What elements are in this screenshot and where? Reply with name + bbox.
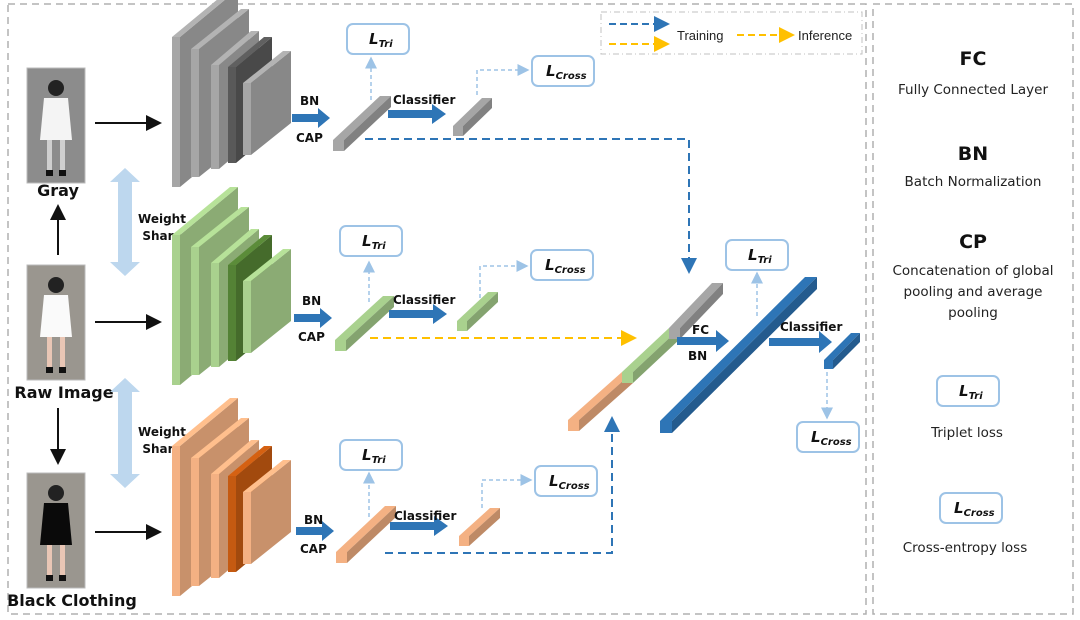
glossary-term-fc: FC [960, 48, 987, 70]
bn-label-fused: BN [688, 349, 707, 363]
weight-share-bottom-line1: Weight [138, 425, 186, 439]
loss-subscript: Cross [555, 265, 586, 276]
loss-subscript: Cross [821, 437, 852, 448]
classifier-label-green: Classifier [393, 293, 455, 307]
feature-bar-green [335, 296, 394, 351]
cross-loss-arrow-green [479, 260, 529, 298]
gray-label: Gray [37, 181, 79, 200]
bn-label-green: BN [302, 294, 321, 308]
classifier-arrow-gray [388, 104, 446, 124]
fc-bn-arrow [677, 330, 729, 352]
classifier-label-gray: Classifier [393, 93, 455, 107]
bn-cap-arrow-green [294, 308, 332, 328]
feature-bar-gray [333, 96, 391, 151]
glossary-term-cp: CP [959, 231, 987, 253]
cnn-backbone-orange [172, 398, 291, 596]
concat-segment-gray [669, 283, 723, 339]
bn-cap-arrow-orange [296, 521, 334, 541]
cnn-layer [243, 249, 291, 353]
cross-loss-arrow-gray [476, 64, 530, 95]
classifier-arrow-orange [390, 516, 448, 536]
fc-label: FC [692, 323, 709, 337]
loss-subscript: Tri [372, 241, 387, 252]
glossary-desc-cp-3: pooling [948, 305, 998, 321]
weight-share-top-line1: Weight [138, 212, 186, 226]
loss-tri-green: LTri [339, 225, 403, 257]
glossary-desc-cp-1: Concatenation of global [893, 263, 1054, 279]
glossary-desc-cp-2: pooling and average [904, 284, 1043, 300]
loss-subscript: Tri [758, 255, 773, 266]
classifier-arrow-final [769, 331, 832, 353]
weight-share-arrow-top [110, 168, 140, 276]
glossary-term-bn: BN [958, 143, 988, 165]
loss-subscript: Tri [379, 39, 394, 50]
bn-cap-arrow-gray [292, 108, 330, 128]
cnn-backbone-green [172, 187, 291, 385]
cnn-layer [243, 51, 291, 155]
feature-bars [333, 96, 860, 563]
glossary-loss-tri: LTri [936, 375, 1000, 407]
cap-label-orange: CAP [300, 542, 327, 556]
loss-cross-green: LCross [530, 249, 594, 281]
weight-share-arrow-bottom [110, 378, 140, 488]
training-label: Training [677, 28, 723, 43]
black-clothing-label: Black Clothing [7, 591, 137, 610]
loss-tri-fused: LTri [725, 239, 789, 271]
raw-image-label: Raw Image [14, 383, 113, 402]
glossary-desc-fc: Fully Connected Layer [898, 82, 1048, 98]
cap-label-gray: CAP [296, 131, 323, 145]
glossary-desc-tri: Triplet loss [930, 425, 1003, 441]
cap-label-green: CAP [298, 330, 325, 344]
feature-bar-green-cls [457, 292, 498, 331]
classifier-label-final: Classifier [780, 320, 842, 334]
glossary: FC Fully Connected Layer BN Batch Normal… [893, 48, 1054, 556]
weight-share-bottom-line2: Share [142, 442, 181, 456]
loss-subscript: Cross [556, 71, 587, 82]
feature-bar-gray-cls [453, 98, 492, 136]
cnn-backbone-gray [172, 0, 291, 187]
feature-bar-orange [336, 506, 396, 563]
loss-tri-orange: LTri [339, 439, 403, 471]
fused-feature-bar [660, 277, 817, 433]
final-logits-bar [824, 333, 860, 369]
classifier-arrow-green [389, 304, 447, 324]
loss-tri-gray: LTri [346, 23, 410, 55]
loss-subscript: Cross [559, 481, 590, 492]
loss-cross-orange: LCross [534, 465, 598, 497]
glossary-frame [872, 3, 1074, 615]
input-image-gray [26, 67, 86, 184]
cnn-layer [243, 460, 291, 564]
main-frame [7, 3, 867, 615]
training-path-orange [385, 416, 620, 554]
training-path-gray [365, 138, 697, 274]
concat-segment-orange [568, 372, 633, 431]
input-image-raw [26, 264, 86, 381]
classifier-label-orange: Classifier [394, 509, 456, 523]
glossary-desc-cross: Cross-entropy loss [903, 540, 1027, 556]
bn-label-orange: BN [304, 513, 323, 527]
concat-segment-green [622, 328, 680, 383]
inference-label: Inference [798, 28, 852, 43]
loss-subscript: Tri [372, 455, 387, 466]
loss-subscript: Tri [969, 391, 984, 402]
input-image-black-clothing [26, 472, 86, 589]
loss-cross-gray: LCross [531, 55, 595, 87]
cross-loss-arrow-orange [481, 474, 533, 508]
feature-bar-orange-cls [459, 508, 500, 546]
loss-cross-fused: LCross [796, 421, 860, 453]
glossary-desc-bn: Batch Normalization [905, 174, 1042, 190]
weight-share-top-line2: Share [142, 229, 181, 243]
arrow-key: Training Inference [600, 11, 863, 55]
bn-label-gray: BN [300, 94, 319, 108]
glossary-loss-cross: LCross [939, 492, 1003, 524]
loss-subscript: Cross [964, 508, 995, 519]
